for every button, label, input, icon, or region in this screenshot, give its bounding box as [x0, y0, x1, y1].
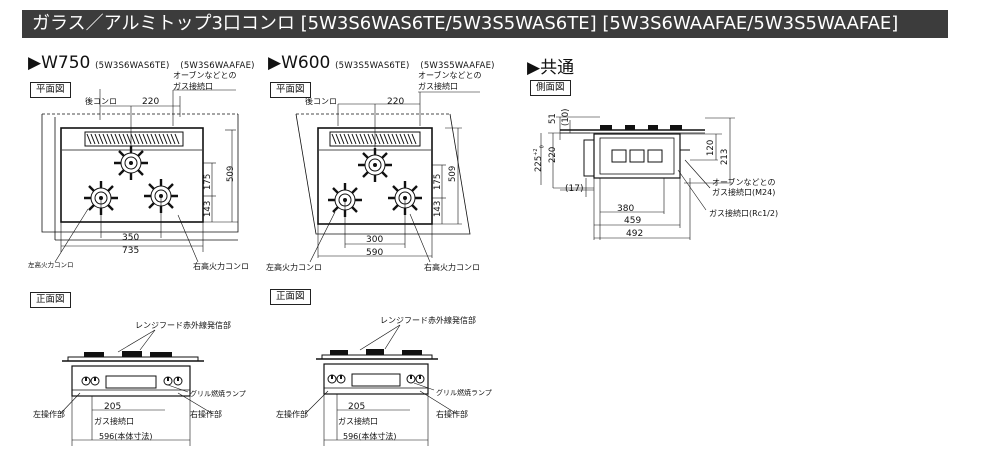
- w750-heading-text: ▶W750: [28, 53, 91, 73]
- common-oven-gas-label-1: オーブンなどとの: [712, 178, 776, 187]
- w600-heading: ▶W600 (5W3S5WAS6TE) (5W3S5WAAFAE): [268, 53, 495, 73]
- w750-dim-205: 205: [104, 402, 122, 412]
- w600-model2: (5W3S5WAAFAE): [420, 61, 495, 71]
- common-dim-459: 459: [624, 216, 642, 226]
- w600-plan-tag: 平面図: [270, 82, 311, 98]
- w600-left-burner-label: 左高火力コンロ: [266, 263, 322, 272]
- w750-rear-burner: [112, 144, 150, 182]
- common-dim-380: 380: [617, 204, 635, 214]
- w750-oven-gas-label-2: ガス接続口: [173, 82, 213, 91]
- w750-right-panel-label: 右操作部: [190, 410, 222, 419]
- common-dim-17: (17): [565, 184, 584, 194]
- w750-rear-burner-label: 後コンロ: [85, 97, 117, 106]
- common-heading: ▶共通: [527, 53, 574, 78]
- w600-dim-205: 205: [348, 402, 366, 412]
- w600-right-burner-label: 右高火力コンロ: [424, 263, 480, 272]
- w750-heading: ▶W750 (5W3S6WAS6TE) (5W3S6WAAFAE): [28, 53, 255, 73]
- w600-range-hood-label: レンジフード赤外線発信部: [380, 316, 476, 325]
- w750-left-burner-label: 左高火力コンロ: [28, 261, 74, 269]
- w750-plan-tag: 平面図: [30, 82, 71, 98]
- w600-dim-220: 220: [387, 97, 405, 107]
- w750-left-panel-label: 左操作部: [33, 410, 65, 419]
- w750-dim-350: 350: [122, 233, 140, 243]
- common-oven-gas-label-2: ガス接続口(M24): [712, 188, 776, 197]
- w750-model1: (5W3S6WAS6TE): [95, 61, 170, 71]
- common-side-tag: 側面図: [530, 80, 571, 96]
- w600-dim-590: 590: [366, 248, 384, 258]
- w750-front-tag: 正面図: [30, 292, 71, 308]
- w600-right-panel-label: 右操作部: [436, 410, 468, 419]
- w750-dim-735: 735: [122, 246, 140, 256]
- page-title: ガラス／アルミトップ3口コンロ [5W3S6WAS6TE/5W3S5WAS6TE…: [22, 10, 948, 38]
- w600-oven-gas-label-2: ガス接続口: [418, 82, 458, 91]
- w600-heading-text: ▶W600: [268, 53, 331, 73]
- common-dim-492: 492: [626, 229, 644, 239]
- w750-grill-lamp-label: グリル燃焼ランプ: [190, 390, 246, 398]
- w750-dim-220: 220: [142, 97, 160, 107]
- w600-grill-lamp-label: グリル燃焼ランプ: [436, 389, 492, 397]
- w600-model1: (5W3S5WAS6TE): [335, 61, 410, 71]
- w750-oven-gas-label-1: オーブンなどとの: [173, 71, 237, 80]
- w600-oven-gas-label-1: オーブンなどとの: [418, 71, 482, 80]
- w600-gas-inlet-label: ガス接続口: [338, 417, 378, 426]
- w600-front-tag: 正面図: [270, 289, 311, 305]
- w600-body-width: 596(本体寸法): [343, 432, 397, 441]
- w600-rear-burner-label: 後コンロ: [305, 97, 337, 106]
- w750-range-hood-label: レンジフード赤外線発信部: [135, 321, 231, 330]
- w600-rear-burner: [356, 146, 394, 184]
- w750-body-width: 596(本体寸法): [99, 432, 153, 441]
- w600-dim-300: 300: [366, 235, 384, 245]
- w600-left-panel-label: 左操作部: [276, 410, 308, 419]
- w750-right-burner-label: 右高火力コンロ: [193, 262, 249, 271]
- w750-gas-inlet-label: ガス接続口: [94, 417, 134, 426]
- w750-model2: (5W3S6WAAFAE): [180, 61, 255, 71]
- common-heading-text: ▶共通: [527, 58, 575, 78]
- w750-exhaust-vent: [84, 131, 184, 147]
- common-gas-inlet-rc-label: ガス接続口(Rc1/2): [709, 209, 779, 218]
